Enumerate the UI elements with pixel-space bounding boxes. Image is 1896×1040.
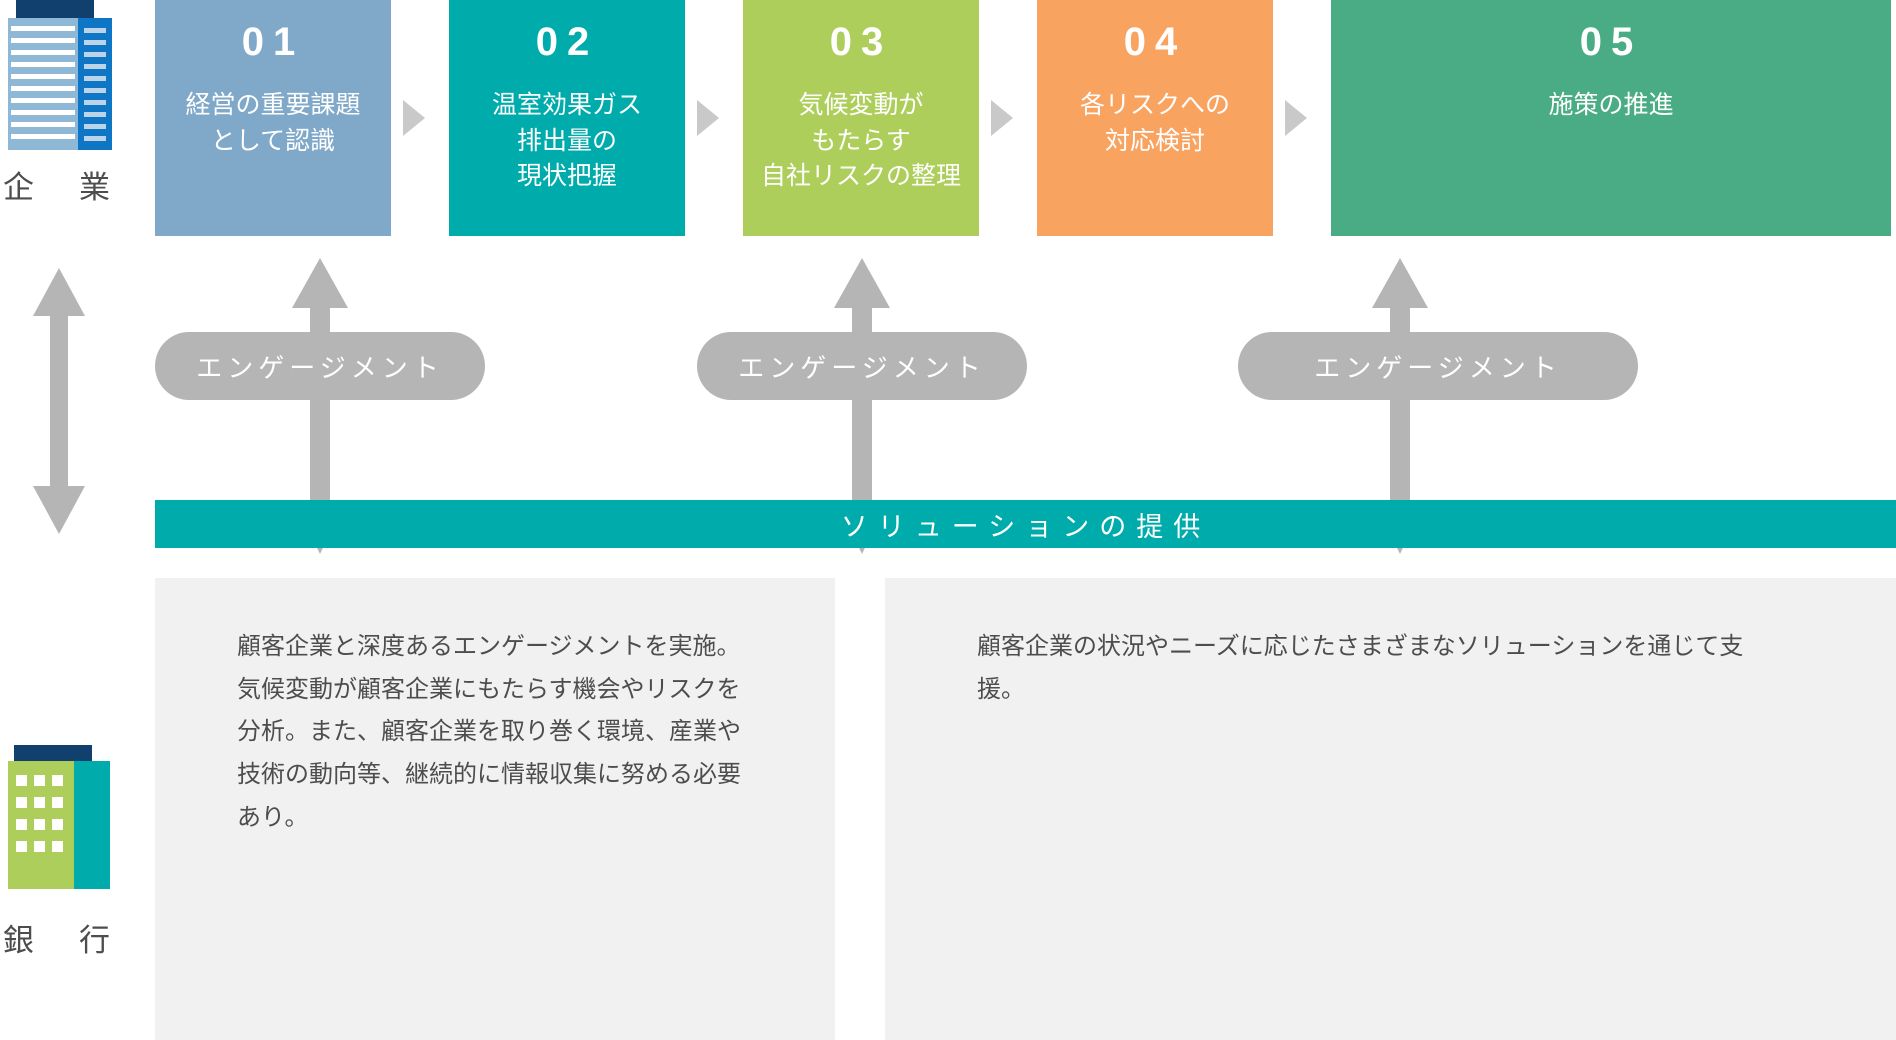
- arrow-head-down: [33, 486, 85, 534]
- step-number: 05: [1579, 20, 1643, 64]
- building-right-block: [78, 18, 112, 150]
- step-number: 02: [535, 20, 599, 64]
- building-roof: [16, 0, 94, 18]
- description-panel-engagement: 顧客企業と深度あるエンゲージメントを実施。気候変動が顧客企業にもたらす機会やリス…: [155, 578, 835, 1040]
- step-separator-icon: [991, 100, 1013, 136]
- bank-roof: [14, 745, 92, 761]
- arrow-shaft: [310, 282, 330, 530]
- corporate-label: 企 業: [3, 170, 117, 205]
- step-separator-icon: [403, 100, 425, 136]
- office-building-icon: [8, 0, 112, 152]
- step-separator-icon: [1285, 100, 1307, 136]
- step-title: 各リスクへの 対応検討: [1079, 91, 1230, 155]
- step-box-03[interactable]: 03 気候変動が もたらす 自社リスクの整理: [743, 0, 979, 236]
- bank-building-icon: [8, 745, 112, 897]
- solution-bar-label: ソリューションの提供: [840, 511, 1211, 542]
- arrow-shaft: [1390, 282, 1410, 530]
- step-number: 03: [829, 20, 893, 64]
- step-number: 04: [1123, 20, 1187, 64]
- step-separator-icon: [697, 100, 719, 136]
- arrow-shaft: [852, 282, 872, 530]
- arrow-shaft: [50, 286, 68, 516]
- step-title: 施策の推進: [1548, 91, 1674, 119]
- step-title: 経営の重要課題 として認識: [185, 91, 361, 155]
- description-text: 顧客企業の状況やニーズに応じたさまざまなソリューションを通じて支援。: [977, 633, 1744, 703]
- engagement-pill-3[interactable]: エンゲージメント: [1238, 332, 1638, 400]
- engagement-pill-2[interactable]: エンゲージメント: [697, 332, 1027, 400]
- step-box-05[interactable]: 05 施策の推進: [1331, 0, 1891, 236]
- step-number: 01: [241, 20, 305, 64]
- left-rail: 企 業 銀 行: [0, 0, 152, 1040]
- description-panel-solution: 顧客企業の状況やニーズに応じたさまざまなソリューションを通じて支援。: [885, 578, 1896, 1040]
- description-text: 顧客企業と深度あるエンゲージメントを実施。気候変動が顧客企業にもたらす機会やリス…: [237, 633, 741, 831]
- step-title: 気候変動が もたらす 自社リスクの整理: [760, 91, 961, 190]
- step-title: 温室効果ガス 排出量の 現状把握: [491, 91, 642, 190]
- step-box-04[interactable]: 04 各リスクへの 対応検討: [1037, 0, 1273, 236]
- bank-right-block: [74, 761, 110, 889]
- vertical-double-arrow-icon: [33, 268, 85, 534]
- step-box-02[interactable]: 02 温室効果ガス 排出量の 現状把握: [449, 0, 685, 236]
- bank-label: 銀 行: [3, 923, 117, 958]
- engagement-pill-1[interactable]: エンゲージメント: [155, 332, 485, 400]
- solution-bar: ソリューションの提供: [155, 500, 1896, 548]
- process-step-strip: 01 経営の重要課題 として認識 02 温室効果ガス 排出量の 現状把握 03 …: [155, 0, 1896, 236]
- step-box-01[interactable]: 01 経営の重要課題 として認識: [155, 0, 391, 236]
